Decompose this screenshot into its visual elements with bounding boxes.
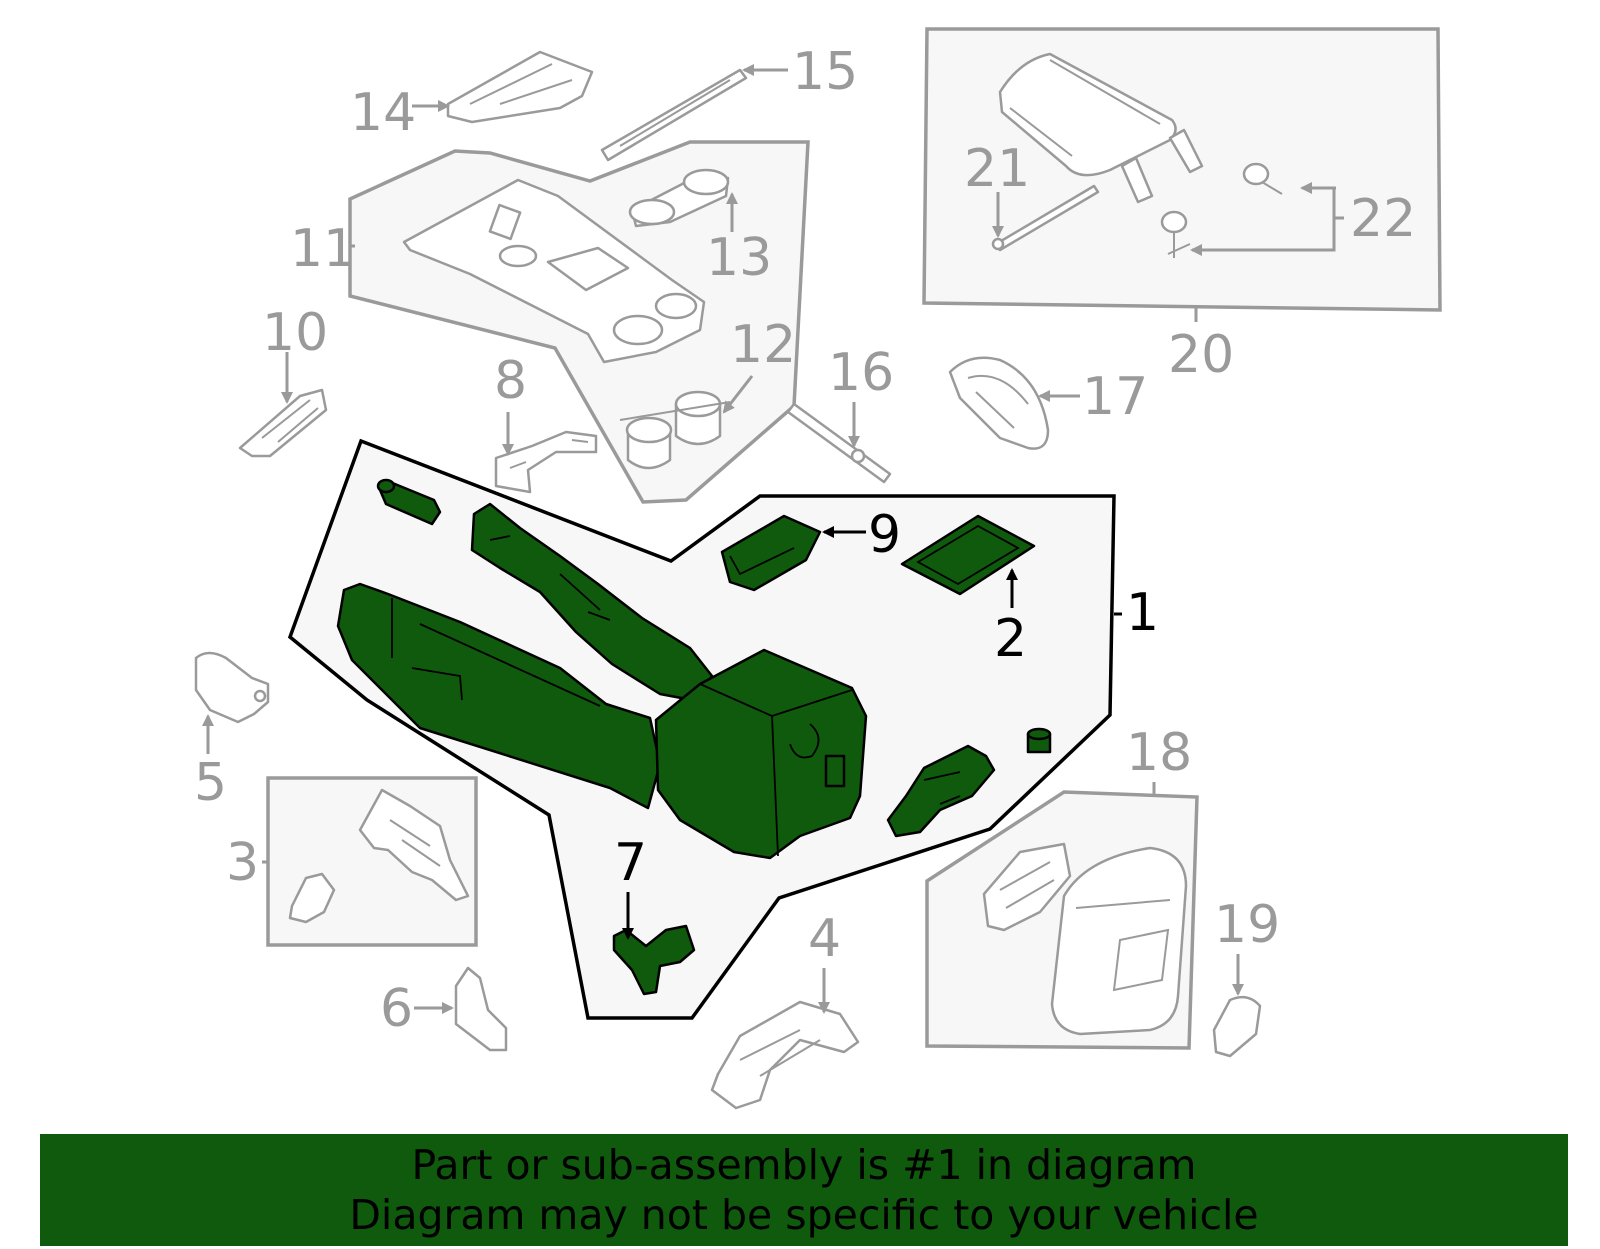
part-19-knob[interactable] bbox=[1212, 995, 1262, 1058]
banner-line-2: Diagram may not be specific to your vehi… bbox=[349, 1191, 1259, 1239]
part-13-cup-holder-insert[interactable] bbox=[628, 168, 730, 228]
info-banner: Part or sub-assembly is #1 in diagram Di… bbox=[40, 1134, 1568, 1246]
callout-15: 15 bbox=[792, 42, 858, 102]
part-16-lock-rod[interactable] bbox=[786, 402, 892, 484]
part-3-bracket-small[interactable] bbox=[288, 872, 336, 924]
part-21-screw[interactable] bbox=[991, 184, 1100, 252]
callout-17: 17 bbox=[1082, 367, 1148, 427]
part-4-mounting-bracket[interactable] bbox=[710, 1000, 860, 1110]
leader-lines bbox=[202, 64, 1344, 1014]
part-15-trim-strip[interactable] bbox=[600, 68, 748, 162]
callout-6: 6 bbox=[380, 979, 413, 1039]
callout-18: 18 bbox=[1126, 723, 1192, 783]
part-14-trim-panel[interactable] bbox=[446, 50, 594, 124]
callout-labels: 14 15 11 13 10 12 8 16 17 20 21 22 5 3 6… bbox=[194, 42, 1416, 1039]
callout-10: 10 bbox=[262, 303, 328, 363]
callout-5: 5 bbox=[194, 753, 227, 813]
part-8-duct-bracket[interactable] bbox=[494, 430, 598, 494]
callout-12: 12 bbox=[730, 315, 796, 375]
callout-2: 2 bbox=[994, 609, 1027, 669]
callout-20: 20 bbox=[1168, 325, 1234, 385]
callout-13: 13 bbox=[706, 228, 772, 288]
part-22-clip-lower[interactable] bbox=[1160, 210, 1191, 258]
part-6-side-panel[interactable] bbox=[454, 966, 508, 1052]
callout-16: 16 bbox=[828, 343, 894, 403]
callout-3: 3 bbox=[226, 833, 259, 893]
part-17-bezel[interactable] bbox=[948, 356, 1050, 450]
callout-11: 11 bbox=[290, 219, 356, 279]
part-18-console-side-trim[interactable] bbox=[982, 842, 1188, 1036]
part-9-storage-tray[interactable] bbox=[720, 514, 822, 592]
callout-22: 22 bbox=[1350, 189, 1416, 249]
part-20-armrest-lid[interactable] bbox=[998, 52, 1204, 204]
part-11-console-top-panel[interactable] bbox=[402, 178, 706, 364]
part-5-cover[interactable] bbox=[194, 651, 270, 724]
callout-9: 9 bbox=[868, 505, 901, 565]
part-10-bracket[interactable] bbox=[238, 388, 328, 458]
callout-1: 1 bbox=[1126, 583, 1159, 643]
callout-8: 8 bbox=[494, 351, 527, 411]
part-22-clip-upper[interactable] bbox=[1242, 162, 1283, 195]
callout-4: 4 bbox=[808, 909, 841, 969]
part-2-tray-mat[interactable] bbox=[900, 514, 1036, 596]
callout-21: 21 bbox=[964, 139, 1030, 199]
part-12-cup-holder[interactable] bbox=[619, 390, 731, 470]
part-1-center-console-assembly[interactable] bbox=[336, 478, 1052, 996]
banner-line-1: Part or sub-assembly is #1 in diagram bbox=[411, 1141, 1197, 1189]
callout-19: 19 bbox=[1214, 895, 1280, 955]
callout-7: 7 bbox=[614, 833, 647, 893]
part-3-bracket-large[interactable] bbox=[358, 788, 470, 902]
callout-14: 14 bbox=[350, 83, 416, 143]
